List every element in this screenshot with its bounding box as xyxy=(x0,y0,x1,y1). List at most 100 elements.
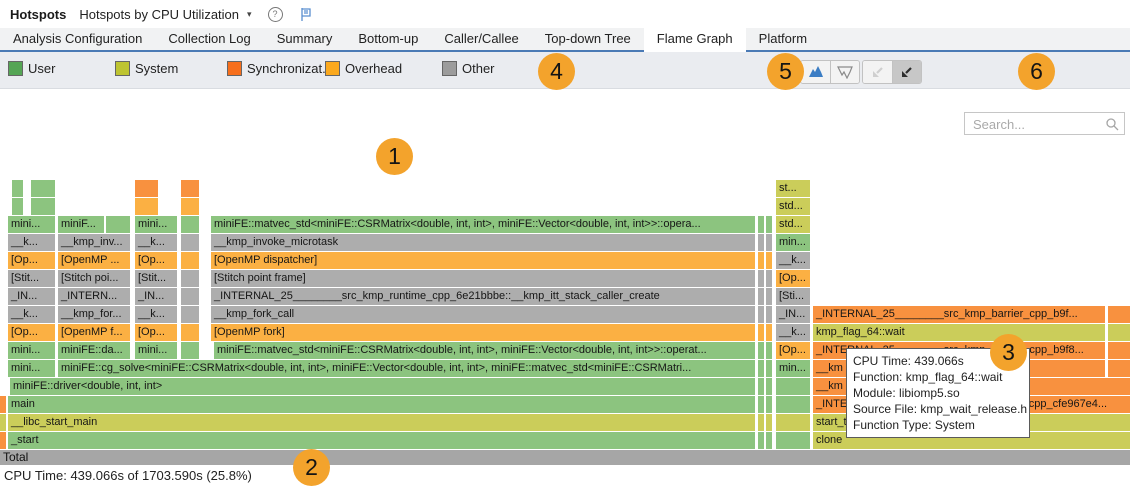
flame-block[interactable]: _INTERNAL_25________src_kmp_runtime_cpp_… xyxy=(211,288,755,305)
flame-block[interactable] xyxy=(181,324,199,341)
flame-block[interactable]: _start xyxy=(8,432,755,449)
flame-block[interactable]: std... xyxy=(776,216,810,233)
flame-block[interactable]: [OpenMP fork] xyxy=(211,324,755,341)
flame-block[interactable]: _IN... xyxy=(8,288,55,305)
flame-block[interactable] xyxy=(758,216,764,233)
flame-block[interactable] xyxy=(766,306,772,323)
flame-block[interactable]: [Op... xyxy=(8,324,55,341)
flame-block[interactable]: [OpenMP f... xyxy=(58,324,130,341)
flame-block[interactable]: __kmp_fork_call xyxy=(211,306,755,323)
flame-block[interactable] xyxy=(135,198,158,215)
flame-block[interactable]: miniF... xyxy=(58,216,104,233)
flame-block[interactable]: [Op... xyxy=(776,270,810,287)
flame-block[interactable] xyxy=(181,306,199,323)
flame-block[interactable] xyxy=(758,252,764,269)
flame-block[interactable] xyxy=(181,342,199,359)
flame-block[interactable]: [Stitch point frame] xyxy=(211,270,755,287)
flame-block[interactable]: min... xyxy=(776,234,810,251)
tab-analysis-configuration[interactable]: Analysis Configuration xyxy=(0,28,155,50)
flame-block[interactable] xyxy=(776,414,810,431)
flame-block[interactable] xyxy=(12,180,23,197)
flame-block[interactable]: [Sti... xyxy=(776,288,810,305)
flame-block[interactable] xyxy=(758,414,764,431)
flame-block[interactable] xyxy=(181,234,199,251)
flame-block[interactable] xyxy=(1108,306,1130,323)
flame-block[interactable] xyxy=(766,432,772,449)
flame-block[interactable] xyxy=(1108,342,1130,359)
flame-block[interactable] xyxy=(12,198,23,215)
flame-block[interactable] xyxy=(758,270,764,287)
tab-caller-callee[interactable]: Caller/Callee xyxy=(431,28,531,50)
flame-block[interactable] xyxy=(758,234,764,251)
flame-block[interactable] xyxy=(766,342,772,359)
flame-block[interactable]: [Op... xyxy=(135,324,177,341)
flame-block[interactable] xyxy=(106,216,130,233)
flame-block[interactable]: __k... xyxy=(776,252,810,269)
tab-collection-log[interactable]: Collection Log xyxy=(155,28,263,50)
search-input[interactable] xyxy=(971,114,1105,135)
flame-block[interactable]: mini... xyxy=(8,216,55,233)
flame-block[interactable]: kmp_flag_64::wait xyxy=(813,324,1105,341)
flame-block[interactable] xyxy=(766,252,772,269)
flame-block[interactable] xyxy=(758,396,764,413)
flame-block[interactable] xyxy=(766,396,772,413)
flame-block[interactable]: min... xyxy=(776,360,810,377)
flame-block[interactable] xyxy=(766,360,772,377)
flame-block[interactable] xyxy=(776,432,810,449)
flame-block[interactable]: std... xyxy=(776,198,810,215)
flame-block[interactable]: __kmp_for... xyxy=(58,306,130,323)
flame-block[interactable]: [Op... xyxy=(776,342,810,359)
flame-block[interactable]: [OpenMP dispatcher] xyxy=(211,252,755,269)
flame-block[interactable] xyxy=(758,378,764,395)
flame-block[interactable] xyxy=(758,324,764,341)
tab-summary[interactable]: Summary xyxy=(264,28,346,50)
flame-block[interactable]: __libc_start_main xyxy=(8,414,755,431)
flame-block[interactable] xyxy=(758,342,764,359)
flame-block[interactable] xyxy=(1108,360,1130,377)
flame-block[interactable]: _IN... xyxy=(135,288,177,305)
flame-block[interactable]: [Stit... xyxy=(8,270,55,287)
tab-flame-graph[interactable]: Flame Graph xyxy=(644,28,746,52)
flame-block[interactable] xyxy=(758,306,764,323)
flame-block[interactable] xyxy=(758,360,764,377)
flame-block[interactable] xyxy=(181,216,199,233)
reset-zoom-arrow-icon[interactable] xyxy=(892,61,921,83)
flame-block[interactable]: [Op... xyxy=(8,252,55,269)
flame-block[interactable] xyxy=(181,198,199,215)
flame-block[interactable] xyxy=(766,414,772,431)
flame-block[interactable]: [Op... xyxy=(135,252,177,269)
flame-block[interactable]: _INTERN... xyxy=(58,288,130,305)
bookmark-flag-icon[interactable] xyxy=(299,7,314,22)
flame-total-row[interactable]: Total xyxy=(0,450,1130,465)
flame-block[interactable] xyxy=(31,198,55,215)
flame-block[interactable]: miniFE::matvec_std<miniFE::CSRMatrix<dou… xyxy=(214,342,755,359)
flame-block[interactable]: mini... xyxy=(135,216,177,233)
flame-block[interactable]: mini... xyxy=(8,360,55,377)
flame-block[interactable]: mini... xyxy=(135,342,177,359)
flame-block[interactable] xyxy=(181,180,199,197)
flame-block[interactable] xyxy=(776,396,810,413)
flame-block[interactable]: _INTERNAL_25________src_kmp_barrier_cpp_… xyxy=(813,306,1105,323)
flame-block[interactable]: __kmp_invoke_microtask xyxy=(211,234,755,251)
icicle-graph-icon[interactable] xyxy=(830,61,859,83)
flame-block[interactable] xyxy=(766,324,772,341)
flame-block[interactable]: [Stit... xyxy=(135,270,177,287)
flame-block[interactable] xyxy=(766,270,772,287)
flame-block[interactable]: __k... xyxy=(135,234,177,251)
tab-top-down-tree[interactable]: Top-down Tree xyxy=(532,28,644,50)
flame-block[interactable] xyxy=(766,288,772,305)
flame-block[interactable]: miniFE::da... xyxy=(58,342,130,359)
flame-block[interactable]: miniFE::cg_solve<miniFE::CSRMatrix<doubl… xyxy=(58,360,755,377)
tab-platform[interactable]: Platform xyxy=(746,28,820,50)
flame-block[interactable]: [OpenMP ... xyxy=(58,252,130,269)
flame-block[interactable] xyxy=(758,288,764,305)
flame-block[interactable] xyxy=(0,432,6,449)
flame-block[interactable] xyxy=(766,216,772,233)
flame-block[interactable] xyxy=(766,378,772,395)
flame-block[interactable] xyxy=(31,180,55,197)
flame-block[interactable]: __k... xyxy=(8,234,55,251)
flame-block[interactable]: miniFE::matvec_std<miniFE::CSRMatrix<dou… xyxy=(211,216,755,233)
tab-bottom-up[interactable]: Bottom-up xyxy=(345,28,431,50)
flame-block[interactable]: main xyxy=(8,396,755,413)
flame-block[interactable] xyxy=(1108,324,1130,341)
